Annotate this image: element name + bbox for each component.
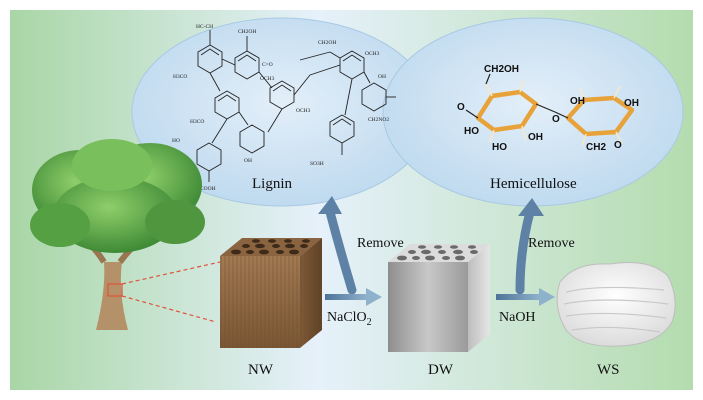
ws-label: WS [597,362,620,378]
svg-text:OH: OH [528,132,543,143]
nw-label: NW [248,362,273,378]
reagent-naoh-label: NaOH [499,310,536,325]
remove-label-left: Remove [357,236,404,251]
svg-text:O: O [552,114,560,125]
lignin-label: Lignin [252,176,292,192]
svg-text:OH: OH [378,74,386,80]
svg-text:CH2OH: CH2OH [318,40,336,46]
svg-text:SO3H: SO3H [310,161,324,167]
ws-sponge [556,262,676,347]
lignin-structure-drawing [196,30,396,182]
svg-text:H3CO: H3CO [173,74,187,80]
remove-label-right: Remove [528,236,575,251]
svg-text:C=O: C=O [262,62,273,68]
hemicellulose-structure-drawing [465,73,635,147]
svg-text:H3CO: H3CO [190,119,204,125]
svg-text:HC-CH: HC-CH [196,24,213,30]
svg-text:OCH3: OCH3 [260,76,275,82]
svg-text:HO: HO [492,142,507,153]
svg-text:CH2OH: CH2OH [238,29,256,35]
nw-cube [220,238,322,348]
svg-text:OCH3: OCH3 [296,108,311,114]
svg-text:HO: HO [172,138,180,144]
dw-cube [388,244,490,352]
svg-text:HO: HO [464,126,479,137]
svg-text:OH: OH [624,98,639,109]
reagent-naclo2-text: NaClO [327,310,367,325]
hemicellulose-structure-labels: CH2OH O HO HO OH O OH OH CH2 O [457,64,639,153]
svg-text:O: O [614,140,622,151]
remove-arrow-left [318,196,357,295]
reagent-naclo2-subscript: 2 [366,316,372,328]
remove-arrow-right [515,198,544,295]
hemicellulose-label: Hemicellulose [490,176,577,192]
svg-text:O: O [457,102,465,113]
process-arrow-naoh [496,288,555,306]
svg-text:OCH3: OCH3 [365,51,380,57]
reagent-naclo2-label: NaClO2 [327,310,372,328]
svg-text:OH: OH [244,158,252,164]
lignin-structure-labels: HC-CH CH2OH H3CO OCH3 H3CO OCH3 OCH3 CH2… [172,24,389,192]
svg-text:CH2OH: CH2OH [484,64,519,75]
dw-label: DW [428,362,453,378]
svg-text:CH2: CH2 [586,142,606,153]
svg-text:COOH: COOH [200,186,216,192]
process-arrow-naclo2 [325,288,382,306]
svg-text:OH: OH [570,96,585,107]
callout-lines [107,261,221,323]
svg-text:CH2NO2: CH2NO2 [368,117,389,123]
